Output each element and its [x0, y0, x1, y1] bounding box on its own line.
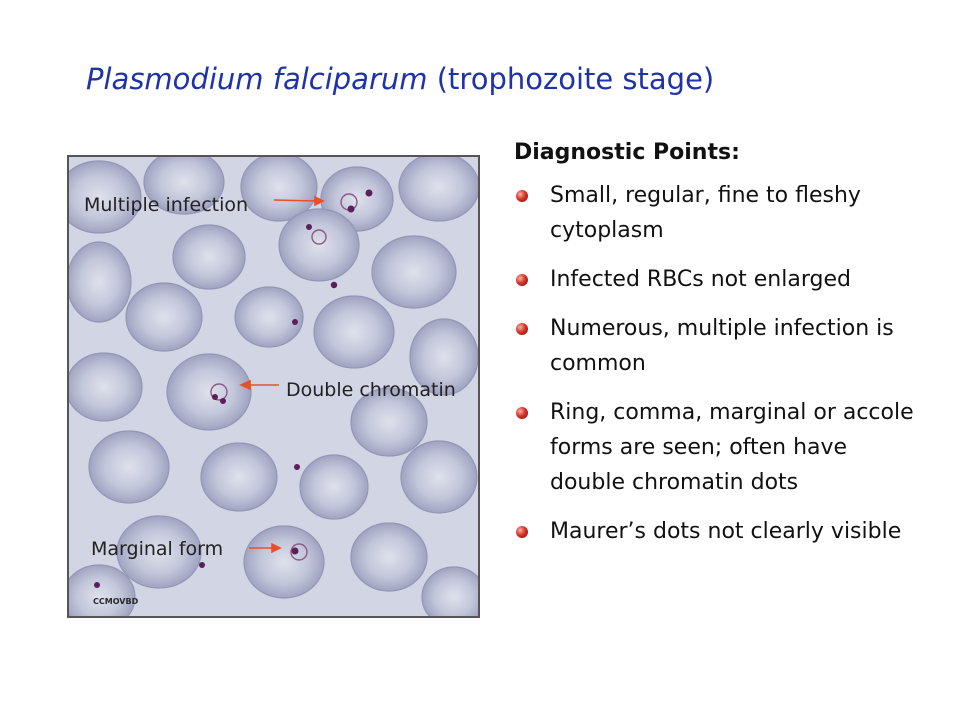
slide-title: Plasmodium falciparum (trophozoite stage…: [86, 62, 714, 96]
blood-smear-image: Multiple infection Double chromatin Marg…: [67, 155, 480, 618]
smear-drawing: [69, 157, 478, 616]
diagnostic-point: Numerous, multiple infection is common: [514, 311, 924, 381]
diagnostic-point: Ring, comma, marginal or accole forms ar…: [514, 395, 924, 500]
source-watermark: CCMOVBD: [93, 597, 139, 606]
red-sphere-bullet-icon: [516, 526, 528, 538]
diagnostic-point: Maurer’s dots not clearly visible: [514, 514, 924, 549]
diagnostic-points-heading: Diagnostic Points:: [514, 140, 740, 165]
diagnostic-point-text: Infected RBCs not enlarged: [550, 267, 851, 292]
stage-name: (trophozoite stage): [427, 62, 715, 96]
diagnostic-points-list: Small, regular, fine to fleshy cytoplasm…: [514, 178, 924, 563]
red-sphere-bullet-icon: [516, 190, 528, 202]
multiple-infection-label: Multiple infection: [84, 194, 249, 216]
species-name: Plasmodium falciparum: [86, 62, 428, 96]
red-sphere-bullet-icon: [516, 323, 528, 335]
diagnostic-point-text: Numerous, multiple infection is common: [550, 316, 894, 376]
diagnostic-point-text: Small, regular, fine to fleshy cytoplasm: [550, 183, 861, 243]
diagnostic-point-text: Ring, comma, marginal or accole forms ar…: [550, 400, 914, 495]
double-chromatin-label: Double chromatin: [286, 379, 456, 401]
red-sphere-bullet-icon: [516, 407, 528, 419]
diagnostic-point: Small, regular, fine to fleshy cytoplasm: [514, 178, 924, 248]
diagnostic-point: Infected RBCs not enlarged: [514, 262, 924, 297]
diagnostic-point-text: Maurer’s dots not clearly visible: [550, 519, 902, 544]
red-sphere-bullet-icon: [516, 274, 528, 286]
marginal-form-label: Marginal form: [91, 538, 224, 560]
